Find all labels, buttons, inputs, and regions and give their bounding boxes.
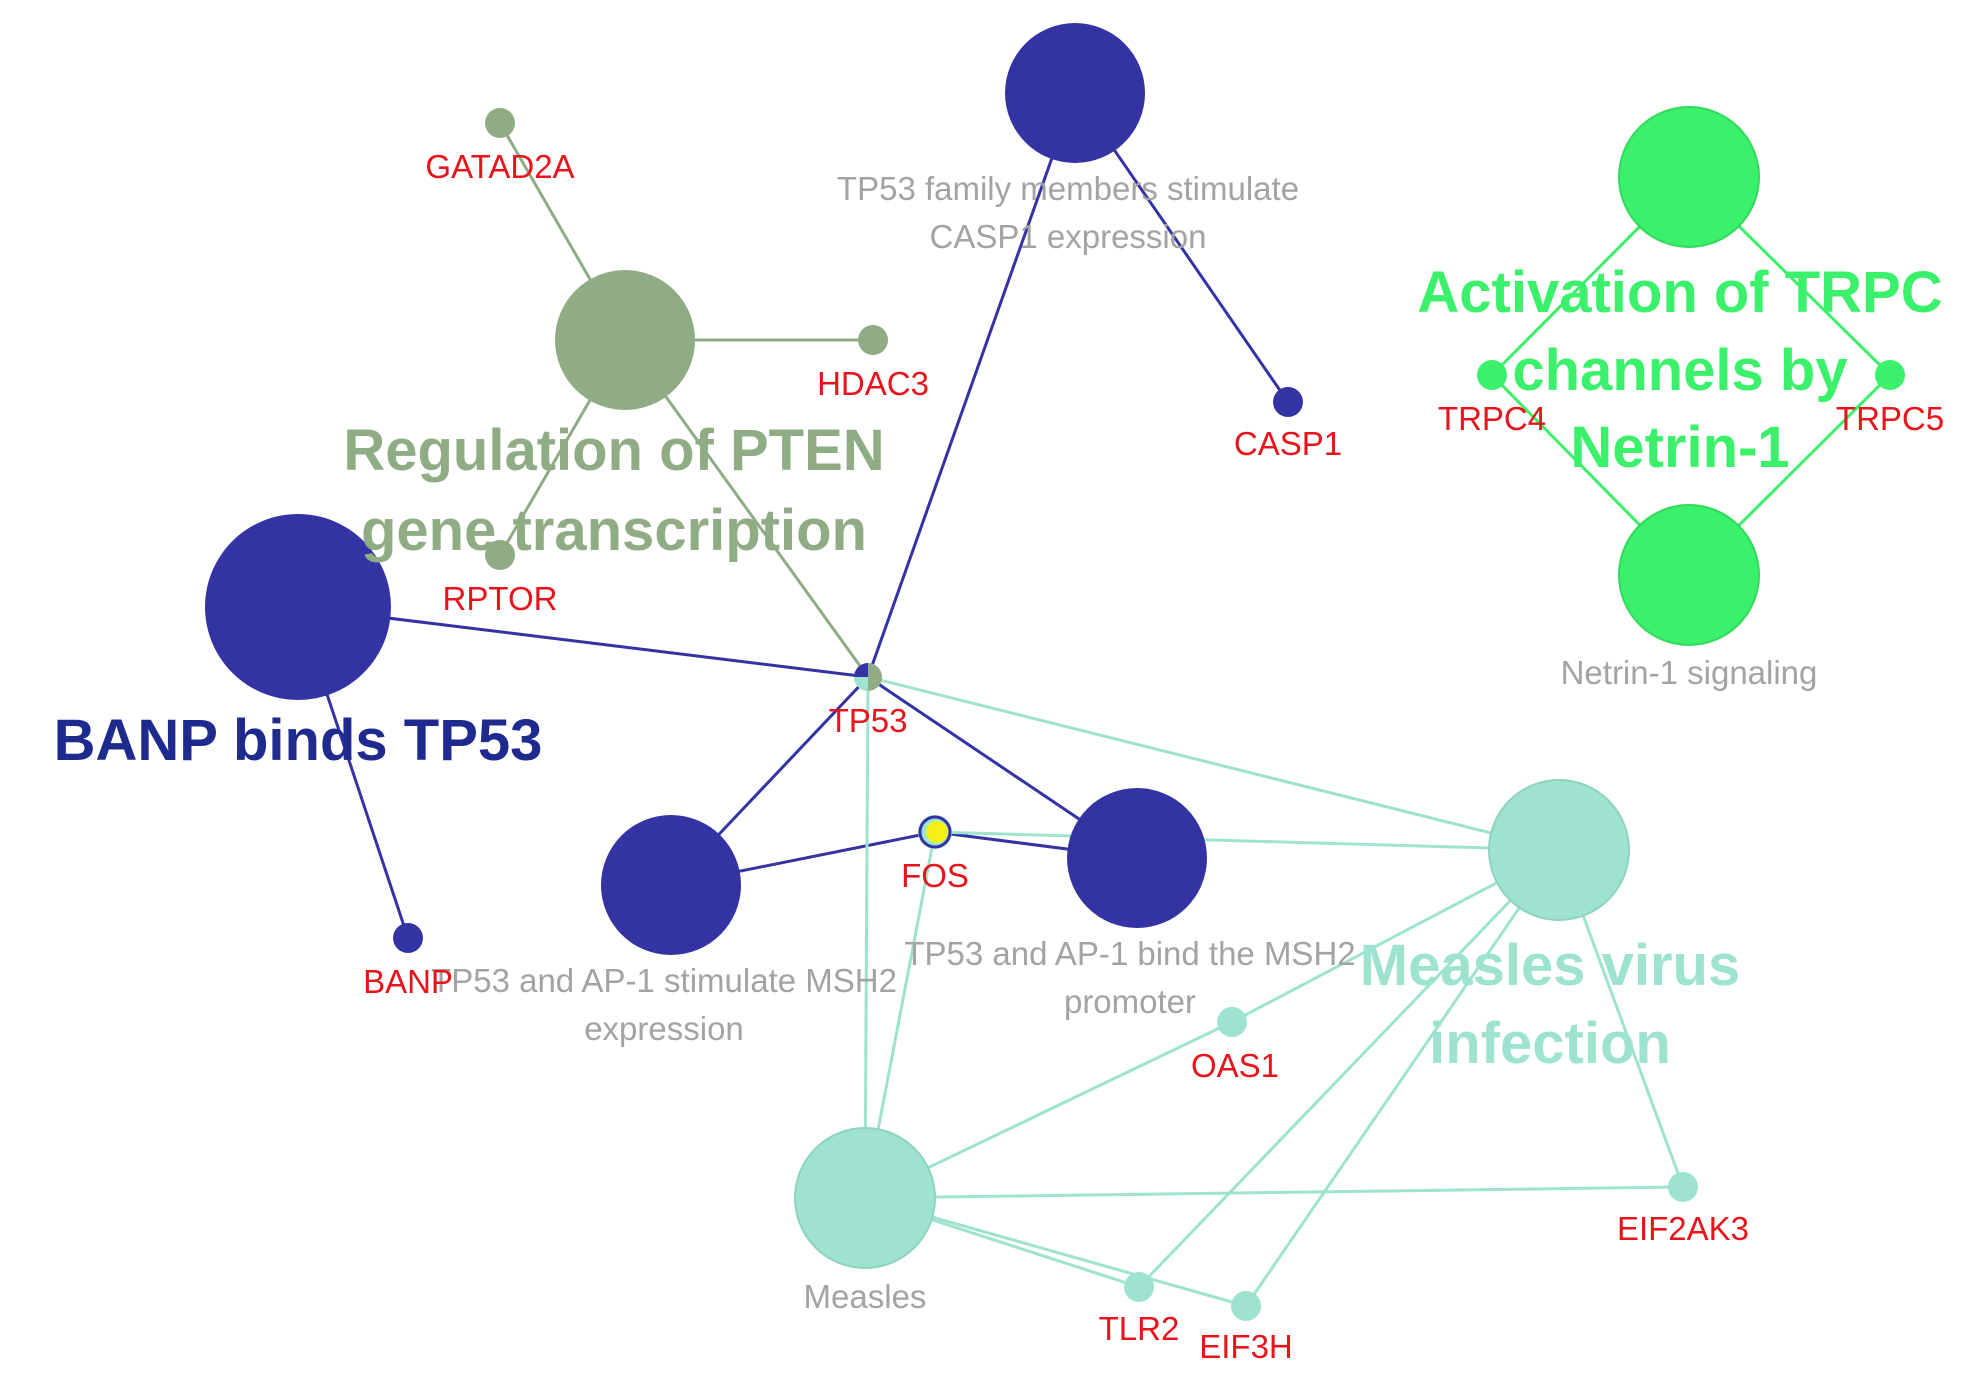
node-trpc5[interactable]: [1875, 360, 1905, 390]
cluster-label-trpc: Netrin-1: [1570, 415, 1789, 480]
cluster-label-measles: infection: [1429, 1011, 1671, 1076]
node-tp53[interactable]: [854, 663, 882, 691]
node-rptor[interactable]: [485, 540, 515, 570]
node-gatad2a[interactable]: [485, 108, 515, 138]
node-oas1[interactable]: [1217, 1007, 1247, 1037]
cluster-label-pten: gene transcription: [361, 498, 867, 563]
gene-label-trpc5: TRPC5: [1836, 400, 1944, 437]
node-banp-binds-tp53[interactable]: [205, 514, 391, 700]
term-labels: TP53 family members stimulate CASP1 expr…: [431, 170, 1817, 1315]
edge-measles-tp53: [863, 676, 870, 1199]
edge-measlesvirus-fos: [934, 830, 1560, 852]
edge-measlesvirus-tp53: [867, 675, 1560, 852]
cluster-label-banp: BANP binds TP53: [54, 708, 543, 773]
gene-label-gatad2a: GATAD2A: [425, 148, 574, 185]
cluster-label-trpc: channels by: [1512, 338, 1847, 403]
node-banp[interactable]: [393, 923, 423, 953]
gene-label-oas1: OAS1: [1191, 1047, 1279, 1084]
edge-measlesvirus-eif3h: [1244, 849, 1561, 1307]
term-label-netrin1-signaling: Netrin-1 signaling: [1561, 654, 1818, 691]
term-label-msh2-expression: expression: [584, 1010, 744, 1047]
cluster-labels: Regulation of PTEN gene transcription BA…: [54, 260, 1943, 1076]
gene-label-casp1: CASP1: [1234, 425, 1342, 462]
gene-label-eif3h: EIF3H: [1199, 1328, 1293, 1365]
node-trpc4[interactable]: [1477, 360, 1507, 390]
node-pten-regulation[interactable]: [555, 270, 695, 410]
cluster-label-trpc: Activation of TRPC: [1417, 260, 1942, 325]
node-msh2-expression[interactable]: [601, 815, 741, 955]
gene-labels: GATAD2A HDAC3 RPTOR CASP1 TRPC4 TRPC5 TP…: [363, 148, 1944, 1365]
gene-nodes: [393, 108, 1905, 1321]
gene-label-tp53: TP53: [829, 702, 908, 739]
node-tlr2[interactable]: [1124, 1272, 1154, 1302]
node-hdac3[interactable]: [858, 325, 888, 355]
gene-label-trpc4: TRPC4: [1438, 400, 1546, 437]
node-msh2-promoter[interactable]: [1067, 788, 1207, 928]
term-label-msh2-promoter: TP53 and AP-1 bind the MSH2: [904, 935, 1355, 972]
node-measles-virus-infection[interactable]: [1488, 779, 1630, 921]
gene-label-rptor: RPTOR: [443, 580, 558, 617]
cluster-label-measles: Measles virus: [1360, 933, 1740, 998]
edge-banp-tp53: [297, 605, 869, 679]
gene-label-hdac3: HDAC3: [817, 365, 929, 402]
term-nodes: [205, 23, 1760, 1269]
gene-label-tlr2: TLR2: [1099, 1310, 1180, 1347]
node-trpc-activation[interactable]: [1618, 106, 1760, 248]
cluster-label-pten: Regulation of PTEN: [343, 418, 884, 483]
node-casp1[interactable]: [1273, 387, 1303, 417]
node-fos[interactable]: [918, 815, 952, 849]
edge-measles-eif2ak3: [864, 1185, 1684, 1200]
gene-label-eif2ak3: EIF2AK3: [1617, 1210, 1749, 1247]
term-label-msh2-promoter: promoter: [1064, 983, 1196, 1020]
edge-casp1term-tp53: [866, 92, 1077, 678]
term-label-casp1-expression: TP53 family members stimulate: [837, 170, 1299, 207]
gene-label-banp: BANP: [363, 963, 453, 1000]
node-netrin1-signaling[interactable]: [1618, 504, 1760, 646]
edge-measlesvirus-tlr2: [1137, 848, 1561, 1289]
node-eif2ak3[interactable]: [1668, 1172, 1698, 1202]
gene-label-fos: FOS: [901, 857, 969, 894]
node-measles[interactable]: [794, 1127, 936, 1269]
node-eif3h[interactable]: [1231, 1291, 1261, 1321]
node-casp1-expression[interactable]: [1005, 23, 1145, 163]
term-label-measles: Measles: [804, 1278, 927, 1315]
term-label-msh2-expression: TP53 and AP-1 stimulate MSH2: [431, 962, 897, 999]
term-label-casp1-expression: CASP1 expression: [930, 218, 1207, 255]
